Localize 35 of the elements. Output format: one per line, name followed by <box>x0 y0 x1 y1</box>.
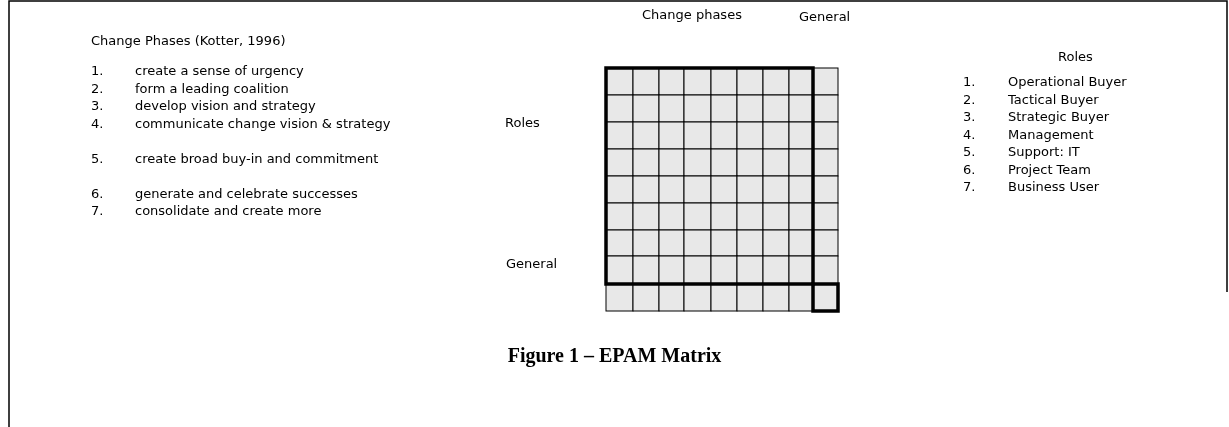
list-item-text: Strategic Buyer <box>1008 108 1110 126</box>
axis-label: Roles <box>505 114 540 132</box>
list-item-text: create broad buy-in and commitment <box>135 149 380 167</box>
list-item-text: Operational Buyer <box>1008 73 1127 91</box>
list-heading: Roles <box>1058 48 1093 66</box>
list-number: 2. <box>963 90 976 108</box>
list-number: 3. <box>963 108 976 126</box>
list-number: 7. <box>91 202 104 220</box>
list-item-text: create a sense of urgency <box>135 62 305 80</box>
list-number: 1. <box>963 73 976 91</box>
axis-label: Change phases <box>642 6 742 24</box>
list-heading: Change Phases (Kotter, 1996) <box>91 32 286 50</box>
list-number: 7. <box>963 178 976 196</box>
list-number: 4. <box>91 114 104 132</box>
figure-caption: Figure 1 – EPAM Matrix <box>507 344 722 366</box>
list-number: 6. <box>91 184 104 202</box>
list-number: 5. <box>963 143 976 161</box>
list-item-text: Tactical Buyer <box>1008 90 1099 108</box>
list-number: 5. <box>91 149 104 167</box>
list-item-text: Business User <box>1008 178 1100 196</box>
list-item-text: develop vision and strategy <box>135 97 317 115</box>
list-item-text: form a leading coalition <box>135 79 290 97</box>
list-number: 1. <box>91 62 104 80</box>
list-item-text: consolidate and create more <box>135 202 323 220</box>
axis-label: General <box>799 8 851 26</box>
axis-label: General <box>506 255 558 273</box>
list-number: 4. <box>963 125 976 143</box>
list-item-text: Management <box>1008 125 1094 143</box>
list-item-text: Support: IT <box>1008 143 1080 161</box>
list-item-text: generate and celebrate successes <box>135 184 359 202</box>
list-number: 3. <box>91 97 104 115</box>
list-number: 2. <box>91 79 104 97</box>
list-number: 6. <box>963 160 976 178</box>
list-item-text: Project Team <box>1008 160 1091 178</box>
list-item-text: communicate change vision & strategy <box>135 114 392 132</box>
